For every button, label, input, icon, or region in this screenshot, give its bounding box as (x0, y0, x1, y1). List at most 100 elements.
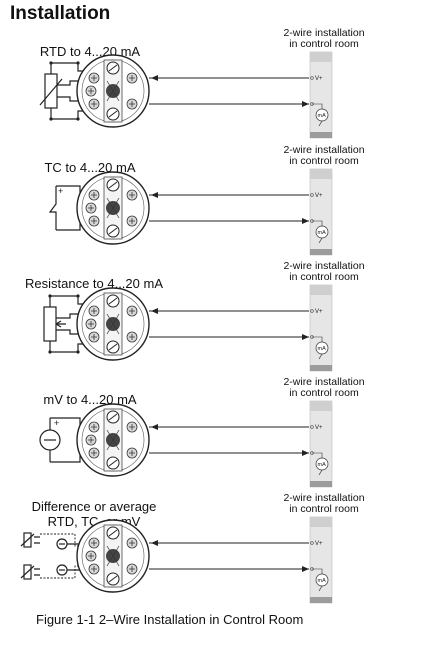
arrow-head-right (302, 450, 309, 456)
section-label-line: mV to 4...20 mA (43, 392, 137, 407)
arrow-head-right (302, 218, 309, 224)
control-room-cabinet: V+mA (309, 168, 333, 256)
screw-cross (91, 424, 97, 430)
internal-lines (106, 429, 120, 451)
transmitter-head (76, 54, 150, 128)
terminal-dot (310, 425, 314, 429)
internal-lines (106, 545, 120, 567)
arrow-head-right (302, 334, 309, 340)
terminal-label: V+ (315, 309, 323, 315)
resistor-body (44, 73, 58, 109)
screw-slot (108, 575, 118, 583)
screw-cross (91, 308, 97, 314)
screw-cross (91, 192, 97, 198)
meter-label: mA (318, 346, 327, 352)
cabinet-top (310, 52, 332, 62)
cabinet-body (309, 400, 333, 488)
resistor-body (43, 306, 57, 342)
small-lead (34, 568, 40, 576)
section-label-line: Resistance to 4...20 mA (24, 276, 163, 291)
wiring-diagram: V+mA (20, 516, 333, 604)
control-room-cabinet: V+mA (309, 516, 333, 604)
section-label: mV to 4...20 mA (30, 392, 150, 407)
terminal-label: V+ (315, 193, 323, 199)
control-room-label-line: in control room (289, 387, 359, 399)
screw-slot (108, 459, 118, 467)
screw-cross (88, 321, 94, 327)
cabinet-base (310, 249, 332, 255)
meter-wire (312, 568, 323, 574)
screw-slot (108, 529, 118, 537)
meter-label: mA (318, 113, 327, 119)
wiring-diagram: V+ mA (39, 51, 333, 139)
small-rtd (23, 564, 32, 580)
cabinet-top (310, 169, 332, 179)
terminal-label: V+ (315, 425, 323, 431)
terminal-dot (310, 309, 314, 313)
plus-sign: + (58, 186, 63, 196)
screw-cross (91, 218, 97, 224)
meter-wire (312, 336, 323, 342)
screw-cross (129, 308, 135, 314)
screw-cross (88, 205, 94, 211)
wire-node (49, 61, 53, 65)
wire-node (48, 350, 52, 354)
screw-cross (129, 334, 135, 340)
screw-cross (129, 424, 135, 430)
control-room-label-line: 2-wire installation (283, 492, 365, 504)
plus-sign: + (54, 418, 59, 428)
arrow-head-left (151, 308, 158, 314)
rtd-diagonal (20, 533, 35, 547)
cabinet-body (309, 168, 333, 256)
arrow-head-left (151, 424, 158, 430)
meter-lead (318, 469, 323, 476)
control-room-label-line: 2-wire installation (283, 260, 365, 272)
cabinet-body (309, 516, 333, 604)
screw-slot (108, 297, 118, 305)
arrow-head-left (151, 540, 158, 546)
terminal-dot (310, 541, 314, 545)
wiring-diagram: + V+mA (48, 168, 333, 256)
meter-wire (312, 220, 323, 226)
wire-node (76, 294, 80, 298)
internal-lines (106, 197, 120, 219)
cabinet-base (310, 597, 332, 603)
figure-caption: Figure 1-1 2–Wire Installation in Contro… (36, 612, 304, 627)
terminal-dot (310, 76, 314, 80)
screw-slot (108, 64, 118, 72)
control-room-cabinet: V+ mA (309, 284, 333, 372)
screw-cross (129, 540, 135, 546)
section-label-line: Difference or average (31, 499, 157, 514)
screw-slot (108, 227, 118, 235)
cabinet-body (309, 284, 333, 372)
control-room-label-line: 2-wire installation (283, 27, 365, 39)
meter-lead (318, 585, 323, 592)
thermocouple (48, 186, 57, 230)
wire-node (49, 117, 53, 121)
wire-node (48, 294, 52, 298)
wire-node (76, 350, 80, 354)
control-room-label-line: 2-wire installation (283, 144, 365, 156)
meter-lead (318, 237, 323, 244)
terminal-label: V+ (315, 76, 323, 82)
screw-cross (129, 101, 135, 107)
control-room-label-line: in control room (289, 271, 359, 283)
screw-cross (91, 334, 97, 340)
screw-cross (91, 450, 97, 456)
wire-node (76, 117, 80, 121)
section-label: TC to 4...20 mA (30, 160, 150, 175)
transmitter-head (76, 403, 150, 477)
screw-cross (91, 101, 97, 107)
arrow-head-left (151, 75, 158, 81)
screw-cross (88, 553, 94, 559)
meter-lead (318, 353, 323, 360)
control-room-label-line: in control room (289, 155, 359, 167)
control-room-label-line: 2-wire installation (283, 376, 365, 388)
